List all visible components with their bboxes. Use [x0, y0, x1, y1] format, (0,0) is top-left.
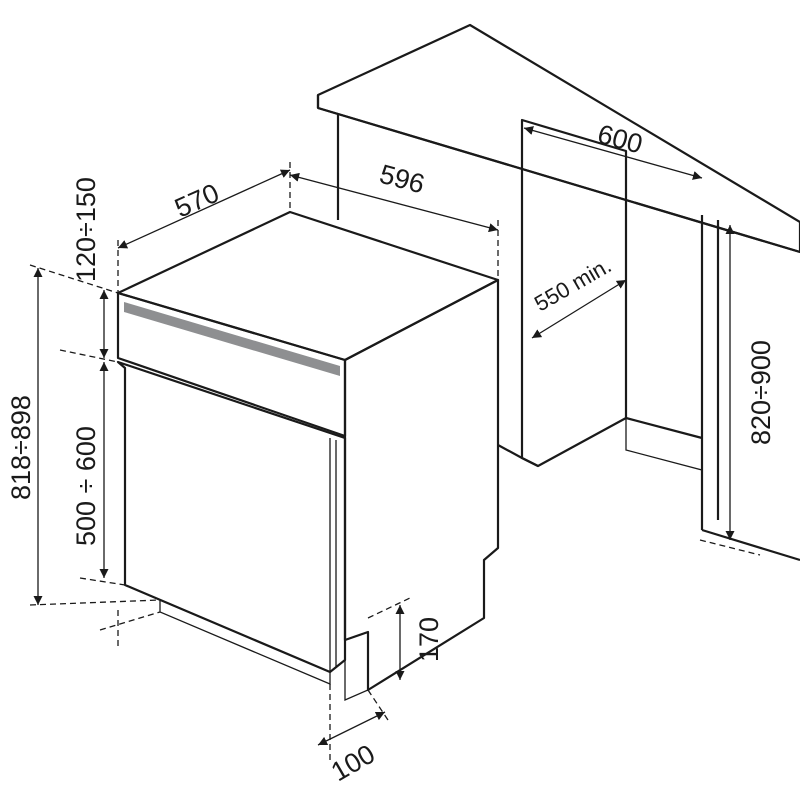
- kick-plate: [159, 599, 331, 685]
- label-cabinet-depth: 550 min.: [530, 252, 616, 316]
- dishwasher-top: [116, 210, 500, 362]
- label-worktop-height: 820÷900: [746, 340, 776, 445]
- label-plinth-height: 170: [414, 617, 444, 662]
- label-appliance-width: 596: [376, 159, 427, 200]
- niche-floor: [625, 417, 703, 471]
- dimension-lines: [29, 126, 761, 760]
- label-appliance-depth: 570: [170, 178, 223, 224]
- label-door-panel-height: 500 ÷ 600: [71, 426, 101, 546]
- worktop-cabinet: [316, 23, 800, 562]
- panel-stripe: [124, 302, 340, 376]
- plinth-recess: [344, 631, 369, 701]
- label-plinth-depth: 100: [326, 739, 380, 788]
- control-panel: [116, 291, 347, 438]
- door-panel: [116, 360, 347, 674]
- dimension-labels: 600 596 570 550 min. 820÷900 120÷150 818…: [6, 119, 776, 787]
- label-panel-height: 120÷150: [71, 177, 101, 282]
- label-overall-height: 818÷898: [6, 395, 36, 500]
